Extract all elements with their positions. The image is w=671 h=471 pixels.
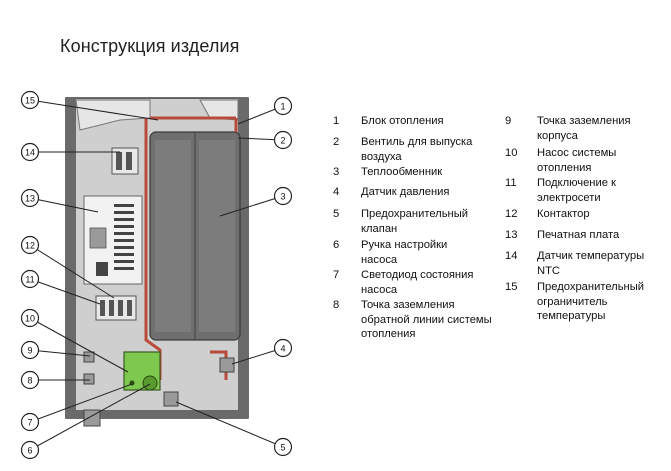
legend-num: 15 [505, 281, 518, 293]
right-top-bracket [199, 99, 239, 121]
callout-4: 4 [273, 338, 293, 358]
legend-text: Контактор [537, 208, 590, 220]
callout-4-label: 4 [280, 344, 285, 354]
ground-point-return [83, 373, 95, 385]
callout-9: 9 [20, 340, 40, 360]
callout-9-label: 9 [27, 346, 32, 356]
callout-1: 1 [273, 96, 293, 116]
legend-text: Предохранительный клапан [361, 208, 469, 235]
legend-text: Точка заземления корпуса [537, 115, 631, 142]
callout-2: 2 [273, 130, 293, 150]
legend-num: 14 [505, 250, 518, 262]
legend-text: Точка заземления обратной линии системы … [361, 299, 492, 341]
legend-num: 1 [333, 115, 340, 127]
page-title: Конструкция изделия [60, 36, 240, 56]
callout-14-label: 14 [25, 148, 35, 158]
callout-13-label: 13 [25, 194, 35, 204]
callout-12: 12 [20, 235, 40, 255]
pump-knob [142, 375, 158, 391]
legend-text: Теплообменник [361, 166, 443, 178]
housing-bottom [66, 410, 248, 418]
legend-text: Датчик давления [361, 186, 450, 198]
legend-num: 7 [333, 269, 340, 281]
callout-10: 10 [20, 308, 40, 328]
legend-num: 9 [505, 115, 512, 127]
legend-num: 8 [333, 299, 340, 311]
safety-valve [163, 391, 179, 407]
pcb-chip [89, 227, 107, 249]
callout-3: 3 [273, 186, 293, 206]
callout-11: 11 [20, 269, 40, 289]
legend-text: Ручка настройки насоса [361, 239, 448, 266]
legend-column-1: 1 Блок отопления 2 Вентиль для выпуска в… [333, 114, 503, 354]
callout-8: 8 [20, 370, 40, 390]
pressure-sensor [219, 357, 235, 373]
legend-num: 10 [505, 147, 518, 159]
callout-1-label: 1 [280, 102, 285, 112]
legend-text: Насос системы отопления [537, 147, 617, 174]
callout-10-label: 10 [25, 314, 35, 324]
legend-num: 13 [505, 229, 518, 241]
callout-7: 7 [20, 412, 40, 432]
legend-text: Светодиод состояния насоса [361, 269, 474, 296]
legend-num: 5 [333, 208, 340, 220]
legend-num: 2 [333, 136, 340, 148]
legend-text: Блок отопления [361, 115, 444, 127]
callout-14: 14 [20, 142, 40, 162]
callout-13: 13 [20, 188, 40, 208]
legend-text: Предохранительный ограничитель температу… [537, 281, 645, 323]
callout-6-label: 6 [27, 446, 32, 456]
legend-text: Печатная плата [537, 229, 620, 241]
legend-column-2: 9 Точка заземления корпуса 10 Насос сист… [505, 114, 665, 354]
housing-right-wall [238, 98, 248, 418]
callout-15-label: 15 [25, 96, 35, 106]
callout-5: 5 [273, 437, 293, 457]
callout-7-label: 7 [27, 418, 32, 428]
housing-left-wall [66, 98, 76, 418]
ground-point-housing [83, 351, 95, 363]
callout-2-label: 2 [280, 136, 285, 146]
legend-text: Вентиль для выпуска воздуха [361, 136, 473, 163]
top-bracket [75, 99, 151, 131]
legend-num: 3 [333, 166, 340, 178]
callout-5-label: 5 [280, 443, 285, 453]
callout-3-label: 3 [280, 192, 285, 202]
legend-num: 12 [505, 208, 518, 220]
callout-6: 6 [20, 440, 40, 460]
callout-15: 15 [20, 90, 40, 110]
callout-11-label: 11 [25, 275, 34, 285]
legend-num: 11 [505, 177, 517, 189]
callout-12-label: 12 [25, 241, 35, 251]
pcb-components [96, 204, 134, 276]
callout-8-label: 8 [27, 376, 32, 386]
legend-num: 6 [333, 239, 340, 251]
legend-text: Подключение к электросети [537, 177, 616, 204]
legend-num: 4 [333, 186, 340, 198]
legend-text: Датчик температуры NTC [537, 250, 645, 277]
